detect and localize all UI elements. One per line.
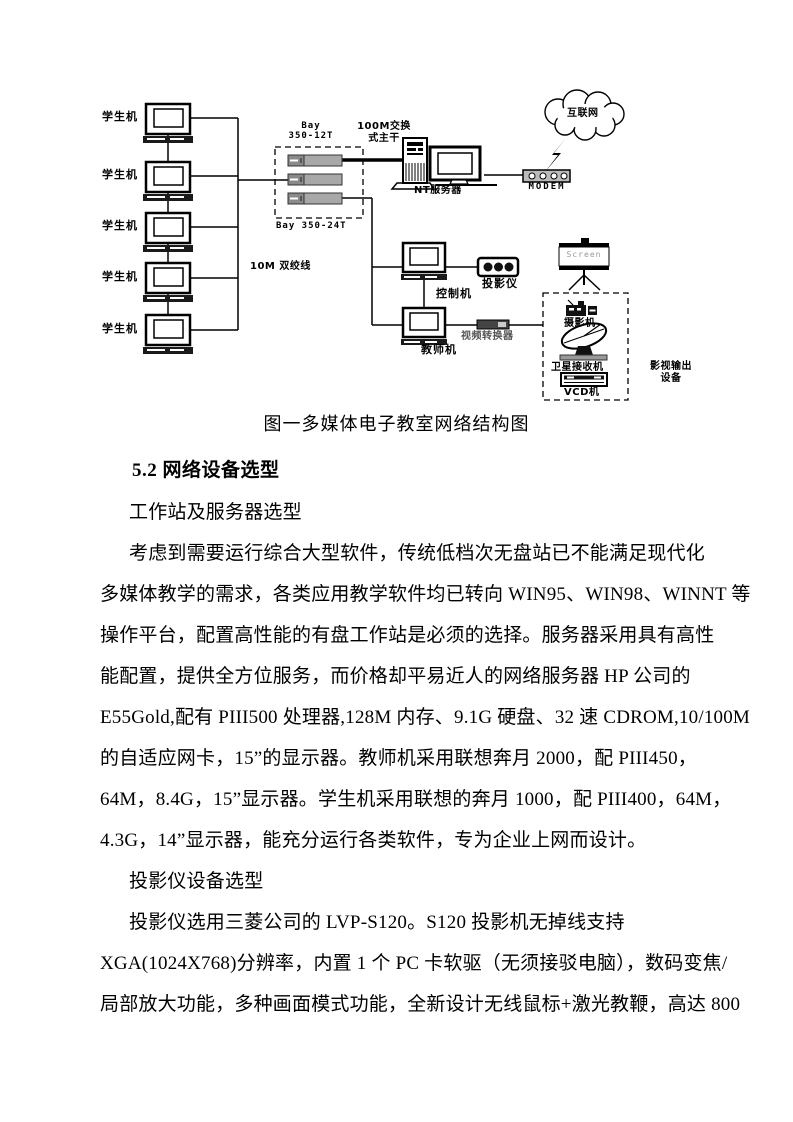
student-machine-label: 学生机 [102,110,138,123]
teacher-machine-label: 教师机 [421,343,457,356]
text-line: 4.3G，14”显示器，能充分运行各类软件，专为企业上网而设计。 [100,830,647,851]
av-equipment-box [542,292,629,401]
student-machine-label: 学生机 [102,168,138,181]
diagram-canvas [143,89,629,401]
student-pc-icon [143,102,193,354]
satellite-dish-icon [559,322,608,361]
section-heading: 5.2 网络设备选型 [132,460,280,481]
video-converter-icon [476,319,510,330]
student-machine-label: 学生机 [102,322,138,335]
switch-cabinet-box [274,146,364,219]
text-line: 操作平台，配置高性能的有盘工作站是必须的选择。服务器采用具有高性 [100,625,715,646]
student-machine-label: 学生机 [102,270,138,283]
av-output-label: 影视输出 设备 [650,361,692,384]
switch-bottom-model-label: Bay 350-24T [276,221,347,231]
text-line: E55Gold,配有 PIII500 处理器,128M 内存、9.1G 硬盘、3… [100,707,751,728]
control-pc-icon [401,241,447,280]
projection-screen-icon [558,238,610,291]
hub-switch-icon [287,154,343,205]
vcd-player-icon [560,372,608,387]
server-tower-icon [390,137,436,190]
text-line: 64M，8.4G，15”显示器。学生机采用联想的奔月 1000，配 PIII40… [100,789,732,810]
video-converter-label: 视频转换器 [461,331,514,342]
text-line: 投影仪选用三菱公司的 LVP-S120。S120 投影机无掉线支持 [129,912,625,933]
teacher-pc-icon [401,306,447,345]
vcd-player-label: VCD机 [564,387,600,398]
connection-lines [167,117,543,331]
camera-icon [566,299,597,316]
control-machine-label: 控制机 [436,287,472,300]
text-line: 考虑到需要运行综合大型软件，传统低档次无盘站已不能满足现代化 [129,543,706,564]
text-line: 局部放大功能，多种画面模式功能，全新设计无线鼠标+激光教鞭，高达 800 [100,994,741,1015]
modem-icon [522,169,571,183]
text-line: 的自适应网卡，15”的显示器。教师机采用联想奔月 2000，配 PIII450， [100,748,697,769]
lightning-icon [545,138,566,172]
internet-label: 互联网 [567,108,599,119]
text-line: 多媒体教学的需求，各类应用教学软件均已转向 WIN95、WIN98、WINNT … [100,584,751,605]
figure-caption: 图一多媒体电子教室网络结构图 [263,414,530,434]
text-line: XGA(1024X768)分辨率，内置 1 个 PC 卡软驱（无须接驳电脑），数… [100,953,728,974]
text-line: 投影仪设备选型 [129,871,264,892]
backbone-label: 100M交换 式主干 [357,121,411,144]
student-machine-label: 学生机 [102,219,138,232]
server-monitor-icon [428,145,497,186]
nt-server-label: NT服务器 [414,185,462,196]
screen-label: Screen [566,250,602,259]
internet-cloud-icon [544,89,625,141]
projector-icon [476,256,520,278]
text-line: 工作站及服务器选型 [129,502,302,523]
twisted-pair-label: 10M 双绞线 [250,261,311,272]
projector-label: 投影仪 [482,277,518,290]
modem-label: MODEM [528,182,566,192]
camera-label: 摄影机 [564,318,596,329]
network-diagram: 学生机 学生机 学生机 学生机 学生机 Bay 350-12T Bay 350-… [0,85,793,415]
body-text: 工作站及服务器选型 考虑到需要运行综合大型软件，传统低档次无盘站已不能满足现代化… [100,492,751,1025]
text-line: 能配置，提供全方位服务，而价格却平易近人的网络服务器 HP 公司的 [100,666,691,687]
satellite-receiver-label: 卫星接收机 [551,362,604,373]
switch-top-model-label: Bay 350-12T [288,121,334,142]
